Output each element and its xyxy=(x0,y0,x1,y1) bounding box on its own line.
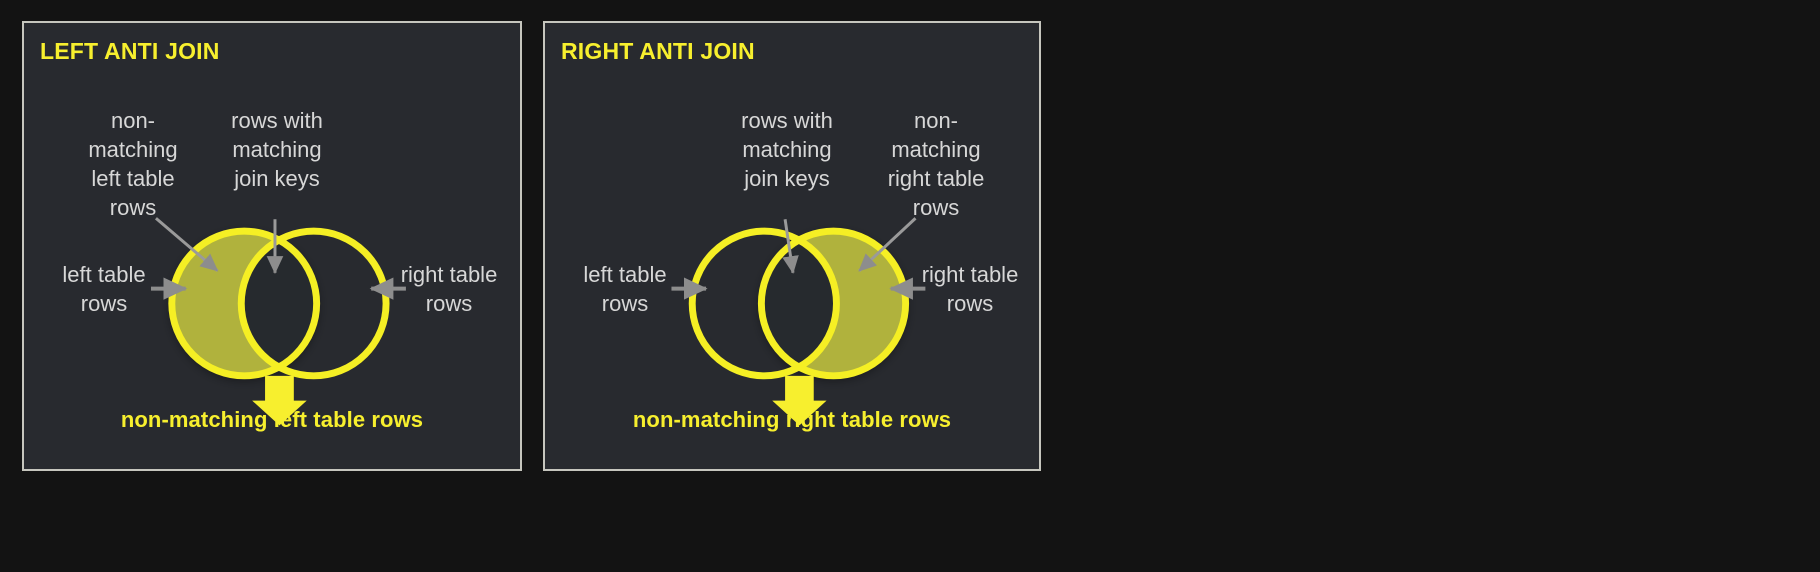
down-arrow-icon xyxy=(772,375,827,426)
venn-svg xyxy=(150,217,406,426)
venn-circle-left xyxy=(168,227,321,380)
diagonal-arrow-icon xyxy=(154,217,219,272)
annotation-non-matching-rows: non- matching right table rows xyxy=(887,108,985,220)
annotation-right-table-rows: right table rows xyxy=(921,262,1019,316)
annotation-right-table-rows: right table rows xyxy=(400,262,498,316)
panel-title: LEFT ANTI JOIN xyxy=(40,38,220,64)
panel-right-anti-join: RIGHT ANTI JOIN xyxy=(543,21,1041,471)
venn-shaded-right-only xyxy=(761,231,906,376)
arrow-down-icon xyxy=(782,219,799,274)
annotation-matching-join-keys: rows with matching join keys xyxy=(741,108,833,191)
venn-circle-right xyxy=(757,227,910,380)
annotation-non-matching-rows: non- matching left table rows xyxy=(88,108,178,220)
venn-circle-right xyxy=(237,227,390,380)
annotation-matching-join-keys: rows with matching join keys xyxy=(231,108,323,191)
venn-svg xyxy=(671,217,926,426)
venn-circle-left xyxy=(688,227,840,380)
panel-result-caption: non-matching left table rows xyxy=(120,407,424,432)
venn-diagram-right: rows with matching join keys non- matchi… xyxy=(545,23,1039,469)
venn-diagram-left: non- matching left table rows rows with … xyxy=(24,23,520,469)
venn-shaded-left-only xyxy=(171,231,317,376)
panel-result-caption: non-matching right table rows xyxy=(632,407,952,432)
diagonal-arrow-icon xyxy=(858,217,917,272)
annotation-left-table-rows: left table rows xyxy=(583,262,667,316)
annotation-left-table-rows: left table rows xyxy=(62,262,146,316)
panel-title: RIGHT ANTI JOIN xyxy=(561,38,755,64)
panel-left-anti-join: LEFT ANTI JOIN xyxy=(22,21,522,471)
